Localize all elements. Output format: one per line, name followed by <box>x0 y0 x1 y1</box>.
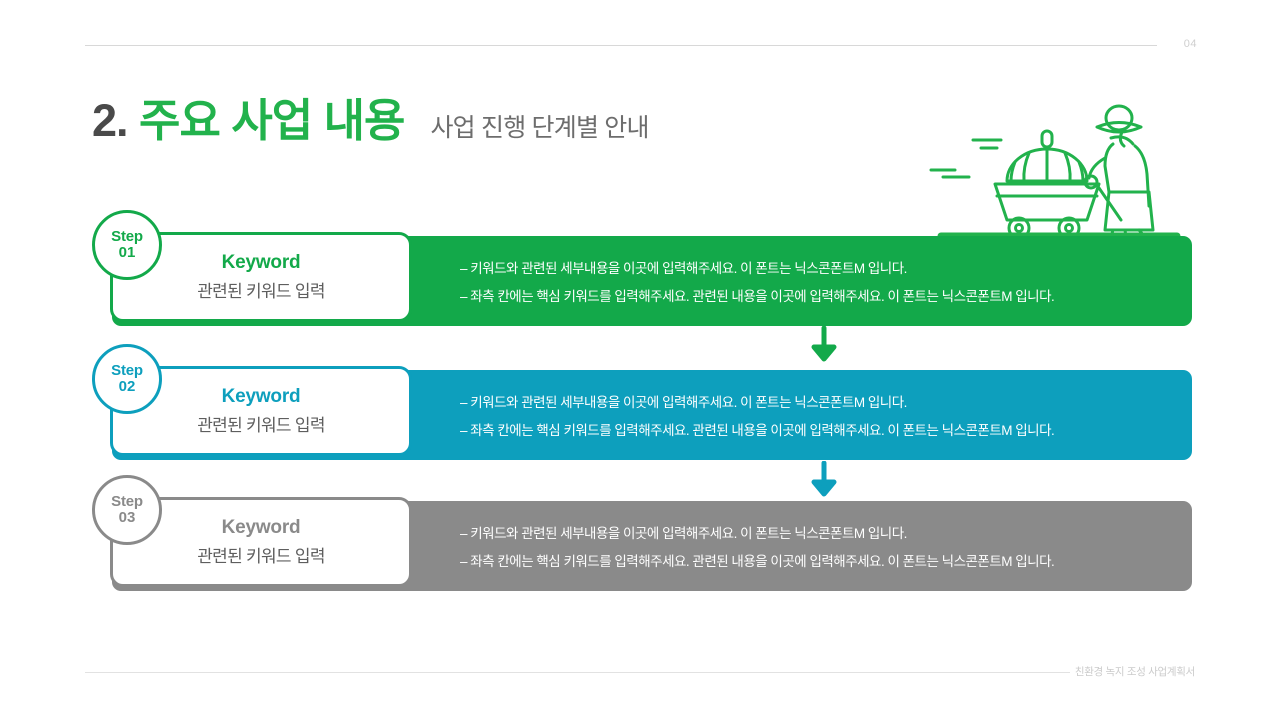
step-keyword-label: 관련된 키워드 입력 <box>197 547 325 566</box>
step-keyword-title: Keyword <box>221 386 301 407</box>
step-badge-number: 01 <box>118 244 136 261</box>
step-description-line: 좌측 칸에는 핵심 키워드를 입력해주세요. 관련된 내용을 이곳에 입력해주세… <box>460 419 1055 439</box>
farmer-hand <box>1083 174 1099 190</box>
arrow-step2-to-step3 <box>808 460 840 497</box>
step-description-line: 키워드와 관련된 세부내용을 이곳에 입력해주세요. 이 폰트는 닉스콘폰트M … <box>460 522 1054 542</box>
cart-wheel-right-hub <box>1064 223 1074 233</box>
step-description-line: 좌측 칸에는 핵심 키워드를 입력해주세요. 관련된 내용을 이곳에 입력해주세… <box>460 285 1055 305</box>
title-heading: 주요 사업 내용 <box>139 95 405 146</box>
pumpkin-stem <box>1040 129 1054 149</box>
step-keyword-label: 관련된 키워드 입력 <box>197 416 325 435</box>
farmer-apron <box>1103 190 1155 232</box>
illustration-svg <box>929 104 1181 250</box>
step-keyword-title: Keyword <box>221 252 301 273</box>
step-description-list: 키워드와 관련된 세부내용을 이곳에 입력해주세요. 이 폰트는 닉스콘폰트M … <box>460 501 1055 591</box>
pumpkin-rib-far-right <box>1077 160 1085 183</box>
step-description-line: 좌측 칸에는 핵심 키워드를 입력해주세요. 관련된 내용을 이곳에 입력해주세… <box>460 550 1055 570</box>
pumpkin-rib-left <box>1022 151 1031 183</box>
farmer-collar <box>1109 135 1135 146</box>
farmer-front <box>1133 144 1151 208</box>
step-description-line: 키워드와 관련된 세부내용을 이곳에 입력해주세요. 이 폰트는 닉스콘폰트M … <box>460 257 1054 277</box>
title-main-text: 2. 주요 사업 내용 <box>92 95 405 146</box>
step-description-list: 키워드와 관련된 세부내용을 이곳에 입력해주세요. 이 폰트는 닉스콘폰트M … <box>460 370 1055 460</box>
arrow-step1-to-step2 <box>808 325 840 362</box>
title-subtitle: 사업 진행 단계별 안내 <box>430 114 649 142</box>
pumpkin-rib-right <box>1063 151 1072 183</box>
pumpkin-rib-far-left <box>1009 160 1017 183</box>
farmer-back <box>1103 142 1115 194</box>
farmer-with-pumpkin-cart-illustration <box>925 88 1185 250</box>
arrow-down-icon <box>811 460 837 497</box>
farmer-face-line <box>1118 130 1126 148</box>
page-number: 04 <box>1183 38 1197 50</box>
cart-body <box>993 182 1101 222</box>
farmer-hat-brim <box>1095 121 1143 134</box>
header-divider <box>85 45 1157 46</box>
step-keyword-label: 관련된 키워드 입력 <box>197 282 325 301</box>
step-description-list: 키워드와 관련된 세부내용을 이곳에 입력해주세요. 이 폰트는 닉스콘폰트M … <box>460 236 1055 326</box>
cart-handle <box>1097 186 1123 222</box>
step-row-01: 키워드와 관련된 세부내용을 이곳에 입력해주세요. 이 폰트는 닉스콘폰트M … <box>92 210 1192 326</box>
step-row-02: 키워드와 관련된 세부내용을 이곳에 입력해주세요. 이 폰트는 닉스콘폰트M … <box>92 344 1192 460</box>
pumpkin-body <box>1005 147 1089 183</box>
step-badge-word: Step <box>111 493 143 511</box>
step-badge-number: 02 <box>118 378 136 395</box>
step-keyword-title: Keyword <box>221 517 301 538</box>
step-badge-word: Step <box>111 362 143 380</box>
step-badge-word: Step <box>111 228 143 246</box>
step-row-03: 키워드와 관련된 세부내용을 이곳에 입력해주세요. 이 폰트는 닉스콘폰트M … <box>92 475 1192 591</box>
page-title: 2. 주요 사업 내용 사업 진행 단계별 안내 <box>92 95 650 146</box>
footer-text: 친환경 녹지 조성 사업계획서 <box>1074 666 1195 678</box>
title-number: 2. <box>92 95 129 146</box>
step-description-line: 키워드와 관련된 세부내용을 이곳에 입력해주세요. 이 폰트는 닉스콘폰트M … <box>460 391 1054 411</box>
arrow-down-icon <box>811 325 837 362</box>
step-badge-number: 03 <box>118 509 136 526</box>
footer-divider <box>85 672 1070 673</box>
farmer-head <box>1104 104 1134 132</box>
cart-wheel-left-hub <box>1014 223 1024 233</box>
